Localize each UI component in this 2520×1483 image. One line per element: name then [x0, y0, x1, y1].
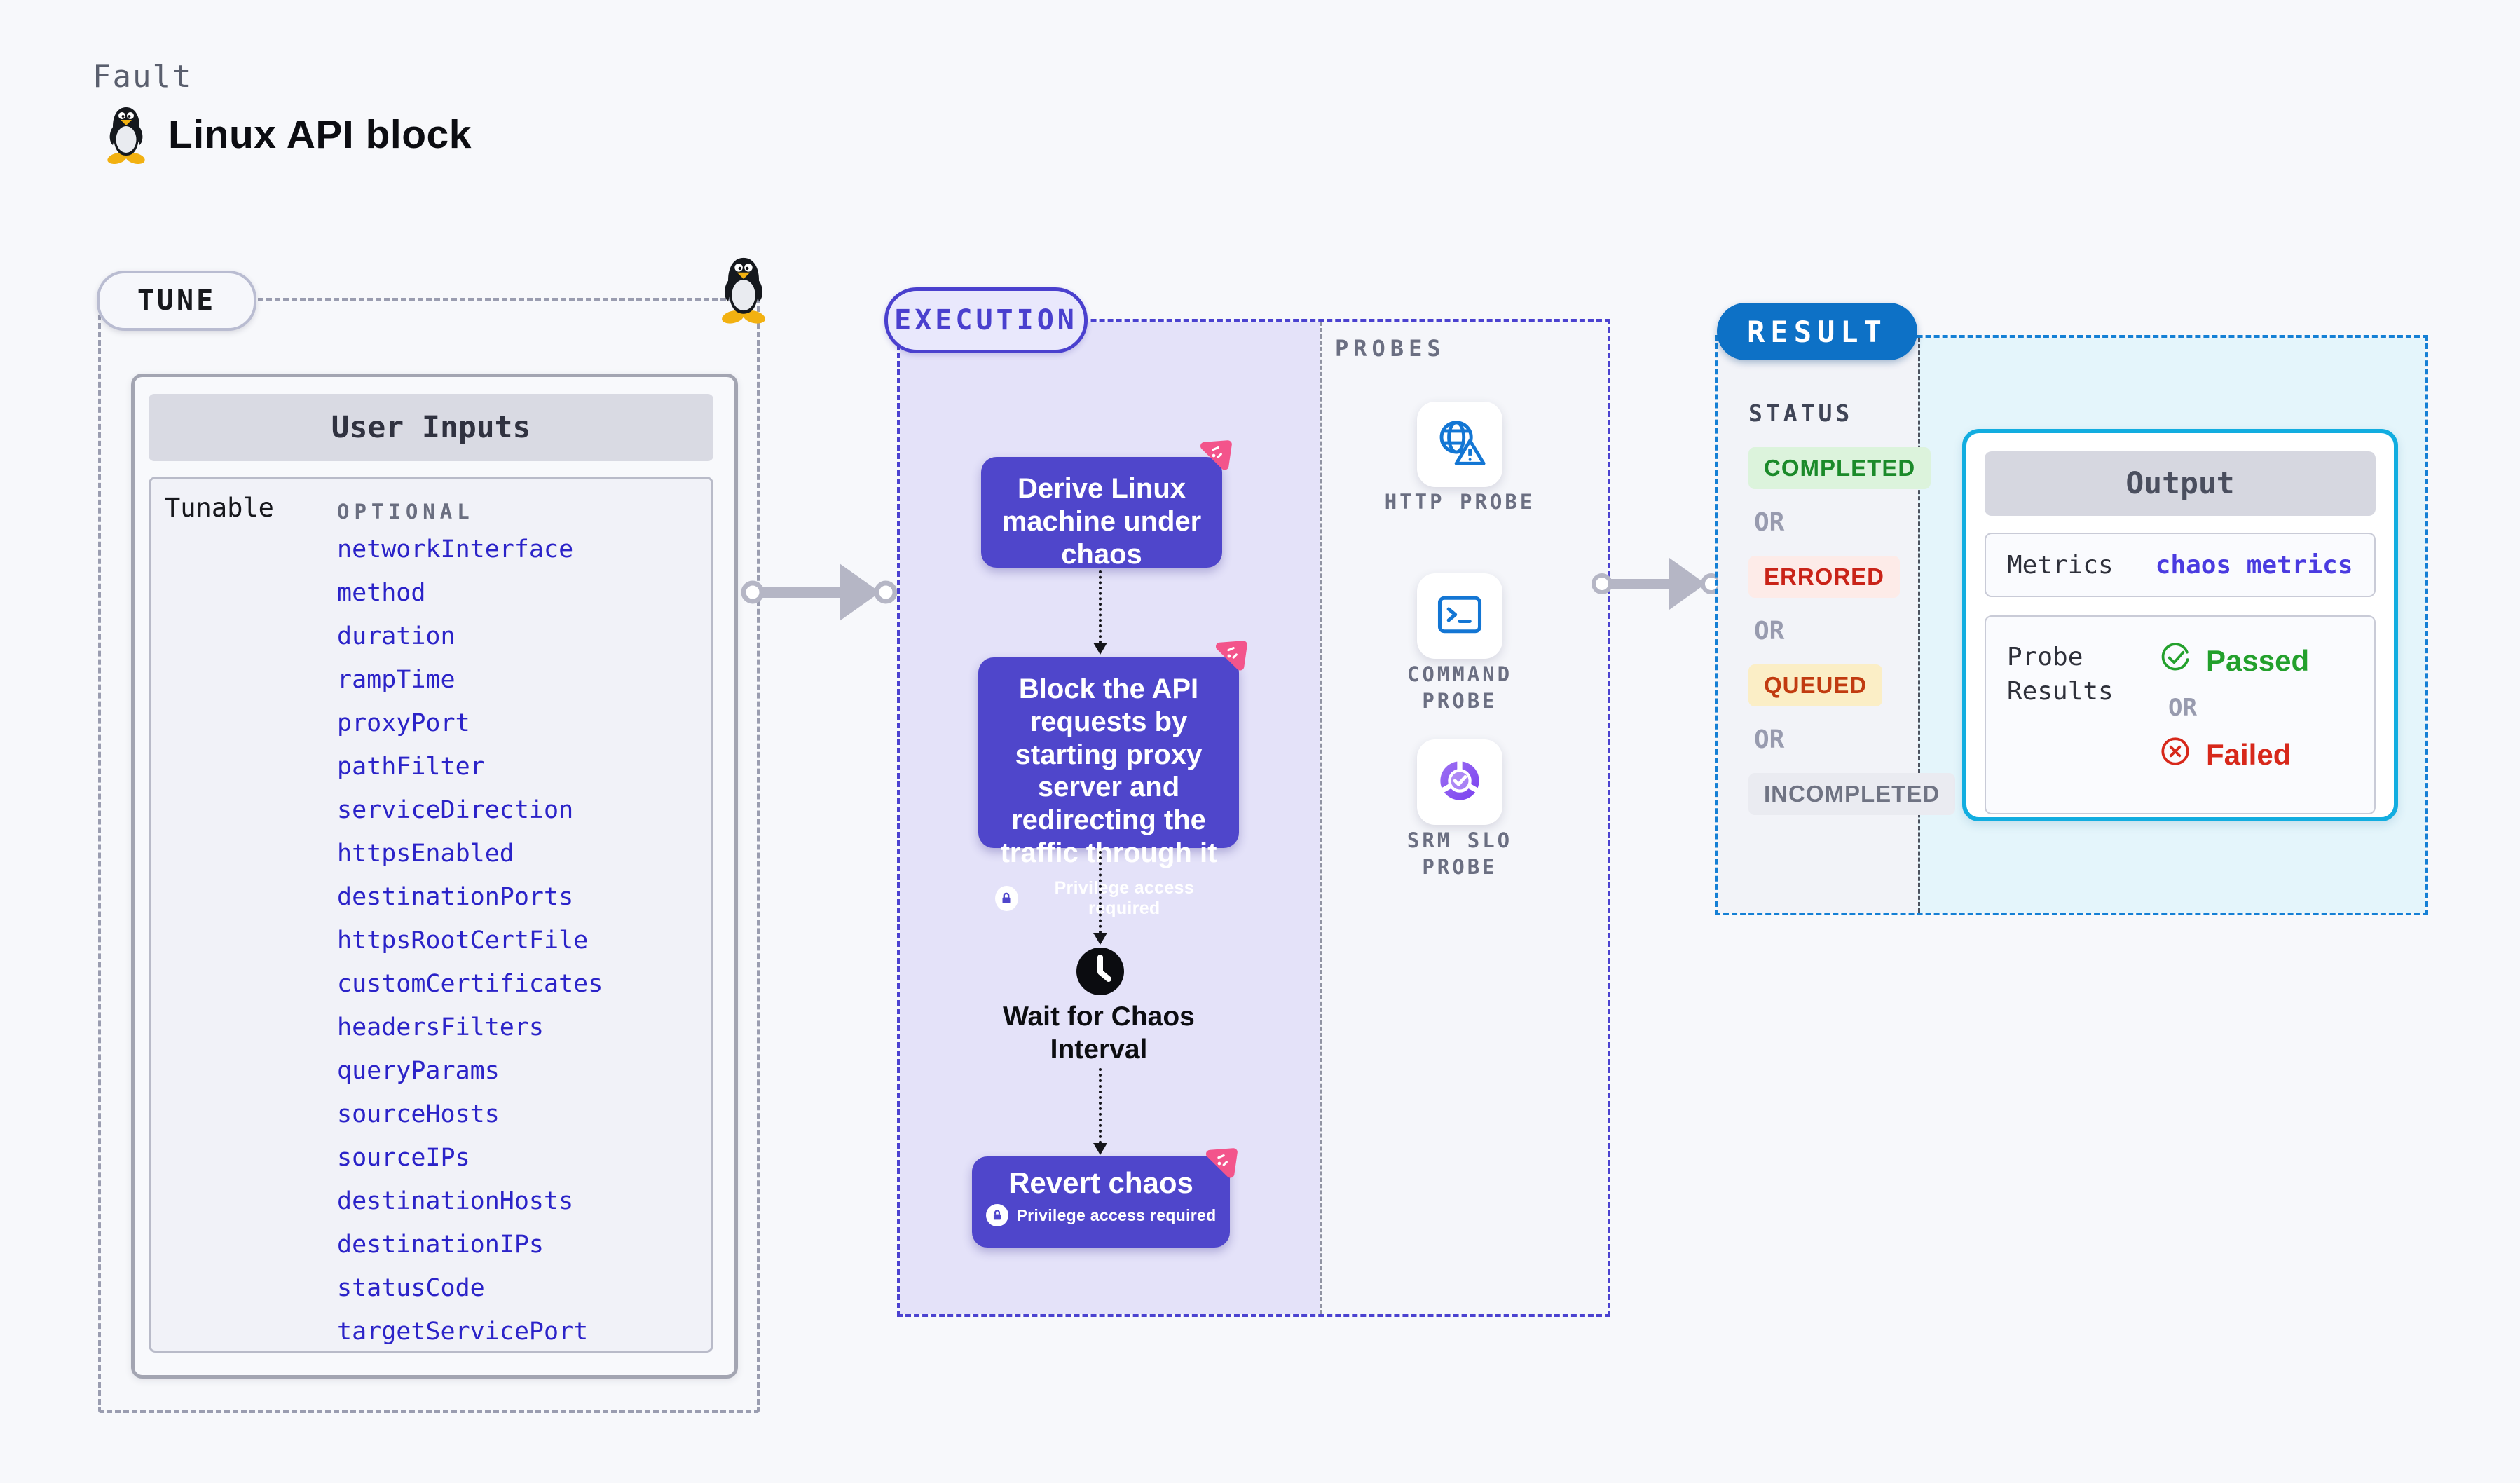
metrics-label: Metrics: [2007, 550, 2114, 580]
param-link[interactable]: destinationPorts: [337, 883, 574, 911]
param-link[interactable]: queryParams: [337, 1057, 500, 1085]
user-inputs-card: User Inputs Tunable OPTIONAL networkInte…: [131, 374, 738, 1379]
privilege-badge-label: Privilege access required: [1016, 1205, 1217, 1224]
terminal-icon: [1433, 588, 1486, 645]
command-probe-card: [1417, 573, 1502, 659]
metrics-row: Metrics chaos metrics: [1985, 533, 2376, 597]
title-row: Linux API block: [104, 105, 472, 164]
optional-badge: OPTIONAL: [337, 500, 474, 524]
flow-connector: [1093, 570, 1107, 655]
output-card-header: Output: [1985, 451, 2376, 516]
srm-slo-probe-label: SRM SLO PROBE: [1406, 828, 1513, 880]
param-link[interactable]: networkInterface: [337, 535, 574, 563]
privilege-badge: Privilege access required: [995, 878, 1222, 920]
param-link[interactable]: pathFilter: [337, 753, 485, 781]
param-link[interactable]: sourceIPs: [337, 1144, 470, 1172]
wait-clock-icon: [1075, 946, 1125, 1000]
tune-section-box: [98, 298, 760, 1413]
http-probe-label: HTTP PROBE: [1384, 490, 1535, 514]
status-badge-errored: ERRORED: [1748, 556, 1901, 598]
chaos-logo-icon: [1211, 636, 1249, 674]
privilege-badge: Privilege access required: [972, 1204, 1230, 1226]
or-separator: OR: [1754, 508, 1785, 537]
param-link[interactable]: httpsEnabled: [337, 840, 514, 868]
param-link[interactable]: duration: [337, 622, 456, 650]
param-link[interactable]: headersFilters: [337, 1013, 545, 1041]
result-section-pill: RESULT: [1717, 303, 1917, 360]
status-label: STATUS: [1748, 399, 1854, 427]
user-inputs-header: User Inputs: [149, 394, 713, 461]
srm-slo-probe-card: [1417, 739, 1502, 825]
wait-for-chaos-label: Wait for Chaos Interval: [1003, 1002, 1195, 1065]
status-badge-incompleted: INCOMPLETED: [1748, 773, 1956, 815]
status-list: COMPLETED OR ERRORED OR QUEUED OR INCOMP…: [1748, 447, 1956, 815]
param-link[interactable]: statusCode: [337, 1274, 485, 1302]
failed-result: Failed: [2158, 734, 2309, 775]
privilege-badge-label: Privilege access required: [1054, 877, 1194, 919]
status-badge-completed: COMPLETED: [1748, 447, 1931, 489]
probe-results-label: Probe Results: [2007, 643, 2114, 706]
probe-results-values: Passed OR Failed: [2158, 641, 2309, 813]
flow-connector: [1093, 851, 1107, 945]
lock-icon: [995, 886, 1018, 912]
or-separator: OR: [2168, 694, 2197, 722]
passed-result: Passed: [2158, 641, 2309, 681]
step-block-api-text: Block the API requests by starting proxy…: [1000, 674, 1217, 868]
step-derive-machine: Derive Linux machine under chaos: [981, 457, 1222, 570]
step-revert-chaos-text: Revert chaos: [1008, 1166, 1193, 1199]
fault-kicker: Fault: [93, 59, 193, 95]
http-probe-card: [1417, 402, 1502, 487]
flow-arrow-right-icon: [741, 563, 898, 621]
param-link[interactable]: httpsRootCertFile: [337, 927, 589, 955]
output-card: Output Metrics chaos metrics Probe Resul…: [1962, 429, 2398, 821]
param-link[interactable]: proxyPort: [337, 709, 470, 737]
tunable-param-list: networkInterface method duration rampTim…: [337, 528, 603, 1353]
probe-results-row: Probe Results Passed OR: [1985, 615, 2376, 814]
failed-label: Failed: [2206, 738, 2292, 771]
slo-gauge-icon: [1432, 753, 1487, 812]
step-revert-chaos: Revert chaos Privilege access required: [972, 1156, 1230, 1248]
status-column: STATUS COMPLETED OR ERRORED OR QUEUED OR…: [1718, 338, 1956, 913]
flow-connector: [1093, 1068, 1107, 1155]
param-link[interactable]: destinationHosts: [337, 1187, 574, 1215]
user-inputs-body: Tunable OPTIONAL networkInterface method…: [149, 477, 713, 1353]
check-circle-icon: [2158, 641, 2192, 681]
execution-section-pill: EXECUTION: [884, 287, 1088, 353]
command-probe-label: COMMAND PROBE: [1406, 662, 1513, 713]
globe-alert-icon: [1432, 416, 1487, 474]
tunable-label: Tunable: [165, 493, 274, 523]
chaos-logo-icon: [1196, 436, 1233, 474]
param-link[interactable]: targetServicePort: [337, 1318, 589, 1346]
param-link[interactable]: method: [337, 579, 426, 607]
param-link[interactable]: rampTime: [337, 666, 456, 694]
flow-arrow-right-icon: [1592, 558, 1722, 610]
param-link[interactable]: serviceDirection: [337, 796, 574, 824]
linux-penguin-icon: [718, 255, 769, 324]
param-link[interactable]: destinationIPs: [337, 1231, 545, 1259]
or-separator: OR: [1754, 725, 1785, 754]
or-separator: OR: [1754, 617, 1785, 645]
chaos-logo-icon: [1201, 1144, 1239, 1182]
lock-icon: [985, 1204, 1008, 1226]
passed-label: Passed: [2206, 644, 2310, 677]
probes-label: PROBES: [1335, 335, 1446, 362]
linux-penguin-icon: [104, 105, 149, 164]
param-link[interactable]: sourceHosts: [337, 1100, 500, 1128]
page-title: Linux API block: [168, 112, 472, 157]
status-badge-queued: QUEUED: [1748, 664, 1883, 706]
metrics-value: chaos metrics: [2155, 550, 2353, 580]
x-circle-icon: [2158, 734, 2192, 775]
step-block-api: Block the API requests by starting proxy…: [978, 657, 1239, 918]
tune-section-pill: TUNE: [97, 271, 256, 331]
param-link[interactable]: customCertificates: [337, 970, 603, 998]
